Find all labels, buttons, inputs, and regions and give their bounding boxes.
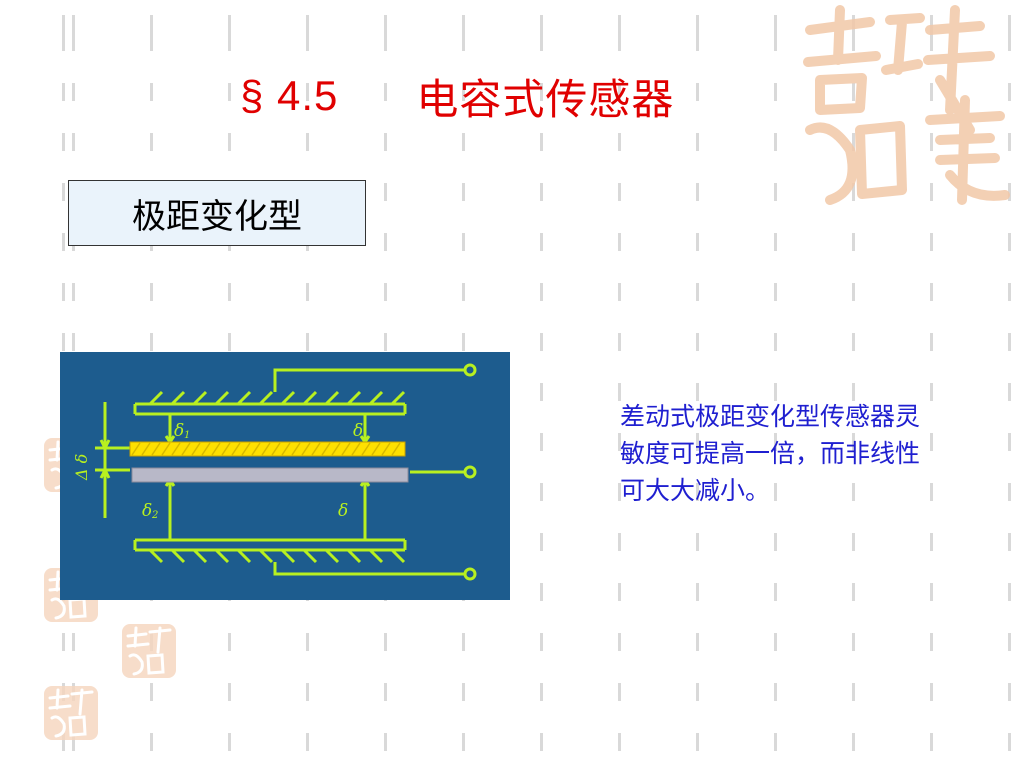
- diagram-lines: [95, 363, 477, 581]
- label-delta-right-bottom: δ: [338, 501, 348, 521]
- differential-capacitor-diagram: δ 1 δ 2 δ δ Δ δ: [60, 352, 510, 600]
- subtitle-text: 极距变化型: [132, 196, 302, 237]
- section-number: § 4.5: [240, 72, 339, 119]
- movable-electrode-middle: [131, 467, 409, 483]
- slide-title: § 4.5 电容式传感器: [240, 66, 674, 126]
- description-text: 差动式极距变化型传感器灵敏度可提高一倍，而非线性可大大减小。: [620, 402, 921, 505]
- label-delta-right-top: δ: [353, 421, 363, 441]
- label-delta2-sub: 2: [151, 510, 158, 521]
- subtitle-box: 极距变化型: [68, 180, 366, 246]
- small-seal-icon: [44, 686, 98, 740]
- small-seal-icon: [122, 624, 176, 678]
- movable-electrode-top: [129, 441, 406, 457]
- label-delta2: δ: [142, 501, 152, 521]
- section-title: 电容式传感器: [416, 74, 675, 124]
- label-delta-change: Δ δ: [72, 454, 91, 481]
- label-delta1: δ: [174, 421, 184, 441]
- label-delta1-sub: 1: [184, 430, 190, 441]
- auspicious-seal-decoration: [803, 5, 1010, 205]
